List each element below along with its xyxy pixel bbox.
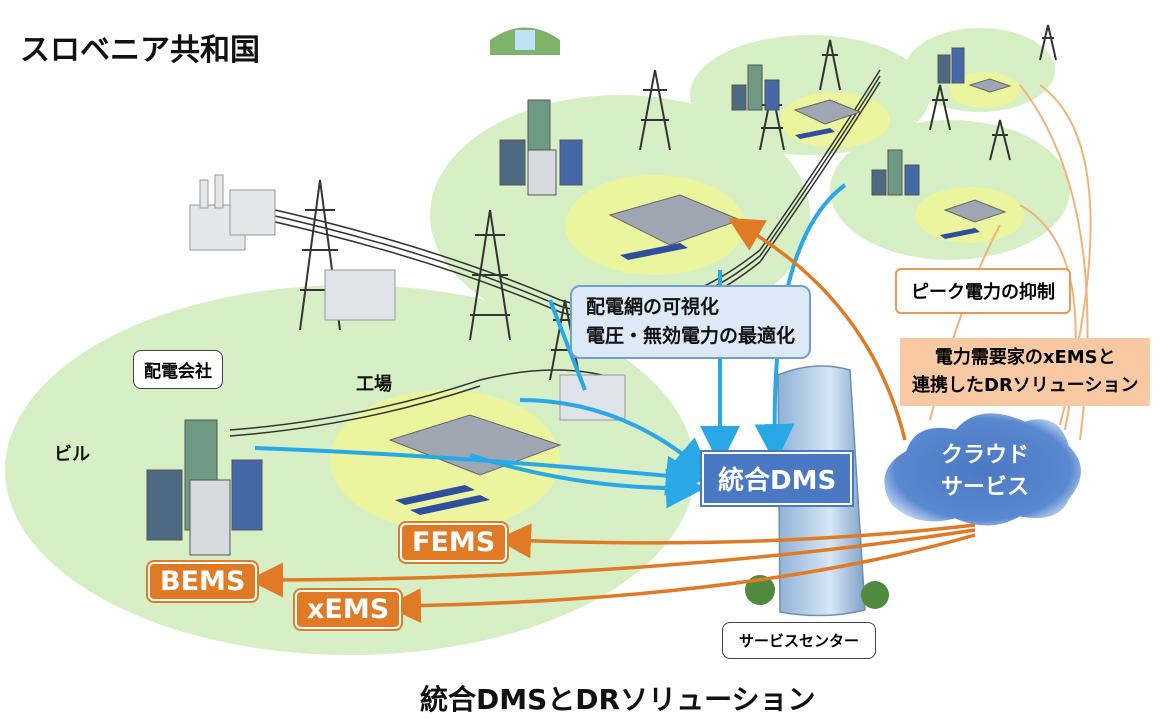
building-cluster-upper xyxy=(731,64,780,111)
grid-box-line2: 電圧・無効電力の最適化 xyxy=(586,325,796,347)
dam xyxy=(490,27,560,55)
building-cluster-left xyxy=(146,419,263,556)
grid-visualization-box: 配電網の可視化 電圧・無効電力の最適化 xyxy=(570,285,812,359)
blue-arrows xyxy=(254,183,847,509)
page-title: スロベニア共和国 xyxy=(20,33,260,68)
building-label: ビル xyxy=(54,444,90,465)
service-center-label: サービスセンター xyxy=(722,622,877,659)
dr-box-line2: 連携したDRソリューション xyxy=(912,375,1139,396)
factories xyxy=(388,78,1012,476)
bems-badge: BEMS xyxy=(148,562,258,601)
xems-badge: xEMS xyxy=(295,590,402,629)
peak-suppression-label: ピーク電力の抑制 xyxy=(895,268,1071,314)
integrated-dms-label: 統合DMS xyxy=(702,452,853,505)
cloud-line2: サービス xyxy=(940,475,1029,500)
utility-label: 配電会社 xyxy=(133,350,223,389)
solar-panels xyxy=(395,128,980,515)
transmission-towers xyxy=(299,24,1057,381)
dr-solution-box: 電力需要家のxEMSと 連携したDRソリューション xyxy=(900,338,1151,406)
power-plant xyxy=(189,174,276,251)
building-cluster-right xyxy=(871,47,965,196)
cloud-line1: クラウド xyxy=(940,443,1029,468)
grid-box-line1: 配電網の可視化 xyxy=(586,296,720,318)
cloud-shape xyxy=(881,410,1084,529)
building-cluster-mid xyxy=(499,99,583,196)
substations xyxy=(324,269,626,421)
diagram-caption: 統合DMSとDRソリューション xyxy=(420,683,816,716)
fems-badge: FEMS xyxy=(400,523,508,562)
orange-arrows xyxy=(248,217,976,624)
dr-box-line1: 電力需要家のxEMSと xyxy=(934,347,1116,368)
cloud-service-label: クラウド サービス xyxy=(925,440,1045,504)
factory-label: 工場 xyxy=(356,374,392,395)
